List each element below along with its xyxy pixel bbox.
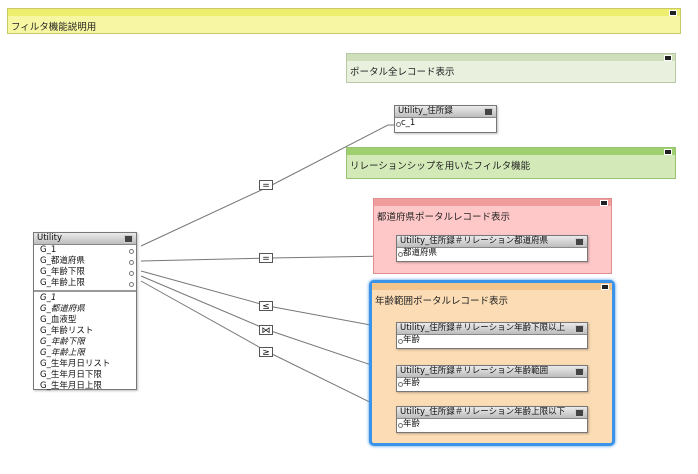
note-title: フィルタ機能説明用	[11, 22, 97, 33]
table-occurrence-pref[interactable]: Utility_住所録＃リレーション都道府県 都道府県	[396, 235, 588, 262]
note-relationship-filter[interactable]: リレーションシップを用いたフィルタ機能	[346, 147, 676, 179]
relationship-operator-cross[interactable]: ⋈	[259, 325, 273, 336]
collapse-icon[interactable]	[575, 325, 584, 333]
collapse-icon[interactable]	[575, 368, 584, 376]
match-field[interactable]: G_年齢上限	[34, 278, 136, 289]
field[interactable]: G_年齢下限	[40, 337, 85, 347]
field[interactable]: G_生年月日下限	[40, 370, 102, 380]
table-occurrence-age-range[interactable]: Utility_住所録＃リレーション年齢範囲 年齢	[396, 365, 588, 392]
relationship-operator-gte[interactable]: ≥	[259, 347, 273, 358]
table-header[interactable]: Utility	[34, 233, 136, 245]
collapse-icon[interactable]	[664, 149, 672, 155]
table-header[interactable]: Utility_住所録＃リレーション年齢範囲	[397, 366, 587, 378]
match-field[interactable]: 年齢	[397, 378, 587, 389]
match-field[interactable]: G_1	[34, 245, 136, 256]
table-occurrence-age-max[interactable]: Utility_住所録＃リレーション年齢上限以下 年齢	[396, 406, 588, 433]
table-header[interactable]: Utility_住所録＃リレーション年齢下限以上	[397, 323, 587, 335]
table-title: Utility_住所録	[398, 106, 453, 116]
note-title: 都道府県ポータルレコード表示	[377, 212, 511, 223]
table-title: Utility_住所録＃リレーション都道府県	[400, 236, 549, 246]
collapse-icon[interactable]	[124, 235, 133, 243]
collapse-icon[interactable]	[669, 10, 677, 16]
note-title: リレーションシップを用いたフィルタ機能	[350, 161, 531, 172]
field[interactable]: G_血液型	[40, 315, 77, 325]
table-occurrence-jusho[interactable]: Utility_住所録 c_1	[394, 105, 497, 133]
collapse-icon[interactable]	[600, 200, 608, 206]
field[interactable]: G_年齢上限	[40, 348, 85, 358]
collapse-icon[interactable]	[575, 409, 584, 417]
collapse-icon[interactable]	[575, 238, 584, 246]
note-portal-all[interactable]: ポータル全レコード表示	[346, 53, 676, 83]
table-title: Utility	[37, 233, 63, 243]
collapse-icon[interactable]	[664, 55, 672, 61]
note-title: 年齢範囲ポータルレコード表示	[375, 296, 509, 307]
table-title: Utility_住所録＃リレーション年齢下限以上	[400, 323, 566, 333]
match-field[interactable]: G_都道府県	[34, 256, 136, 267]
collapse-icon[interactable]	[484, 108, 493, 116]
field[interactable]: G_生年月日リスト	[40, 359, 111, 369]
match-field[interactable]: G_年齢下限	[34, 267, 136, 278]
table-title: Utility_住所録＃リレーション年齢上限以下	[400, 407, 566, 417]
field[interactable]: G_生年月日上限	[40, 381, 102, 391]
field[interactable]: G_1	[40, 293, 57, 303]
table-title: Utility_住所録＃リレーション年齢範囲	[400, 366, 549, 376]
note-filter-description[interactable]: フィルタ機能説明用	[7, 8, 681, 34]
table-occurrence-age-min[interactable]: Utility_住所録＃リレーション年齢下限以上 年齢	[396, 322, 588, 349]
note-title: ポータル全レコード表示	[350, 67, 455, 78]
table-header[interactable]: Utility_住所録＃リレーション都道府県	[397, 236, 587, 248]
relationship-operator-equal[interactable]: =	[259, 180, 273, 191]
table-header[interactable]: Utility_住所録	[395, 106, 496, 118]
field[interactable]: G_都道府県	[40, 304, 85, 314]
table-header[interactable]: Utility_住所録＃リレーション年齢上限以下	[397, 407, 587, 419]
match-field[interactable]: c_1	[395, 118, 496, 129]
match-field[interactable]: 都道府県	[397, 248, 587, 259]
match-field[interactable]: 年齢	[397, 335, 587, 346]
match-field[interactable]: 年齢	[397, 419, 587, 430]
relationship-operator-equal[interactable]: =	[259, 253, 273, 264]
collapse-icon[interactable]	[601, 284, 609, 290]
table-occurrence-utility[interactable]: Utility G_1 G_都道府県 G_年齢下限 G_年齢上限 G_1 G_都…	[33, 232, 137, 391]
field[interactable]: G_年齢リスト	[40, 326, 94, 336]
field-separator	[34, 290, 136, 292]
relationship-operator-lte[interactable]: ≤	[259, 301, 273, 312]
